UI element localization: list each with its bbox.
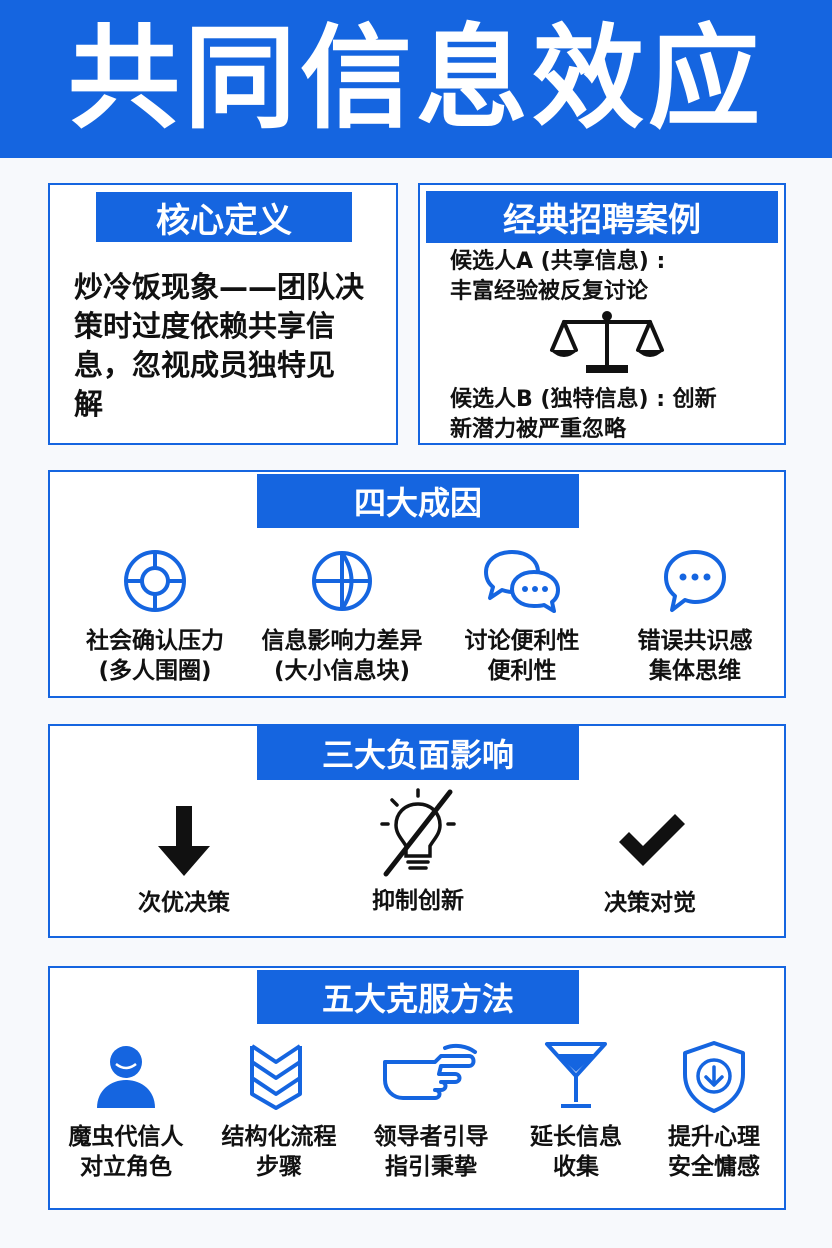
checkmark-icon xyxy=(619,814,685,866)
page-title: 共同信息效应 xyxy=(68,14,764,144)
impact-item: 决策对觉 xyxy=(570,804,730,918)
cause-item: 错误共识感 集体思维 xyxy=(610,548,780,686)
chat-bubbles-icon xyxy=(484,550,560,613)
method-label: 领导者引导 xyxy=(373,1124,489,1150)
case-panel: 经典招聘案例 候选人A (共享信息) : 丰富经验被反复讨论 候选人B (独特信… xyxy=(418,183,786,445)
balance-scale-icon xyxy=(550,311,664,373)
pointing-hand-icon xyxy=(383,1043,477,1100)
cause-sublabel: 集体思维 xyxy=(649,658,741,684)
definition-line: 息，忽视成员独特见 xyxy=(74,348,336,382)
definition-line: 解 xyxy=(74,387,104,421)
cause-sublabel: (大小信息块) xyxy=(273,658,411,684)
cause-label: 错误共识感 xyxy=(637,628,753,654)
method-item: 提升心理 安全慵感 xyxy=(646,1040,782,1182)
method-label: 魔虫代信人 xyxy=(68,1124,184,1150)
lifebuoy-icon xyxy=(124,550,186,612)
chevron-flow-icon xyxy=(250,1044,302,1110)
funnel-glass-icon xyxy=(545,1042,607,1108)
methods-heading: 五大克服方法 xyxy=(257,970,579,1024)
method-sublabel: 指引秉挚 xyxy=(385,1154,477,1180)
speech-bubble-icon xyxy=(664,550,726,612)
impacts-heading: 三大负面影响 xyxy=(257,726,579,780)
method-label: 提升心理 xyxy=(668,1124,760,1150)
cause-label: 信息影响力差异 xyxy=(261,628,423,654)
globe-icon xyxy=(312,551,372,611)
method-label: 延长信息 xyxy=(530,1124,622,1150)
impact-label: 次优决策 xyxy=(138,890,230,916)
definition-heading: 核心定义 xyxy=(96,192,352,242)
impact-item: 次优决策 xyxy=(104,804,264,918)
down-arrow-icon xyxy=(158,806,210,876)
definition-text: 炒冷饭现象——团队决 策时过度依赖共享信 息，忽视成员独特见 解 xyxy=(74,268,384,424)
cause-item: 社会确认压力 (多人围圈) xyxy=(64,548,246,686)
impact-label: 抑制创新 xyxy=(372,888,464,914)
case-heading: 经典招聘案例 xyxy=(426,191,778,243)
definition-line: 炒冷饭现象——团队决 xyxy=(74,270,365,304)
method-item: 延长信息 收集 xyxy=(506,1040,646,1182)
cause-item: 信息影响力差异 (大小信息块) xyxy=(246,548,438,686)
cause-sublabel: (多人围圈) xyxy=(98,658,212,684)
impact-label: 决策对觉 xyxy=(604,890,696,916)
method-item: 领导者引导 指引秉挚 xyxy=(356,1040,506,1182)
lightbulb-crossed-icon xyxy=(380,788,456,877)
method-label: 结构化流程 xyxy=(221,1124,337,1150)
method-item: 结构化流程 步骤 xyxy=(204,1040,354,1182)
method-sublabel: 对立角色 xyxy=(80,1154,172,1180)
method-sublabel: 收集 xyxy=(553,1154,599,1180)
cause-label: 社会确认压力 xyxy=(86,628,224,654)
causes-panel: 四大成因 社会确认压力 (多人围圈) xyxy=(48,470,786,698)
methods-panel: 五大克服方法 魔虫代信人 对立角色 结构化流程 步骤 xyxy=(48,966,786,1210)
person-icon xyxy=(97,1046,155,1108)
candidate-b-detail: 新潜力被严重忽略 xyxy=(450,417,627,442)
definition-panel: 核心定义 炒冷饭现象——团队决 策时过度依赖共享信 息，忽视成员独特见 解 xyxy=(48,183,398,445)
definition-line: 策时过度依赖共享信 xyxy=(74,309,336,343)
shield-check-icon xyxy=(683,1041,745,1113)
cause-label: 讨论便利性 xyxy=(464,628,580,654)
method-sublabel: 安全慵感 xyxy=(668,1154,760,1180)
method-sublabel: 步骤 xyxy=(256,1154,302,1180)
candidate-a-detail: 丰富经验被反复讨论 xyxy=(450,279,649,304)
causes-heading: 四大成因 xyxy=(257,474,579,528)
impact-item: 抑制创新 xyxy=(338,786,498,916)
impacts-panel: 三大负面影响 次优决策 抑制创新 决策对觉 xyxy=(48,724,786,938)
candidate-a-line: 候选人A (共享信息) : xyxy=(450,249,666,274)
title-banner: 共同信息效应 xyxy=(0,0,832,158)
candidate-b-line: 候选人B (独特信息) : 创新 xyxy=(450,387,717,412)
cause-item: 讨论便利性 便利性 xyxy=(442,548,602,686)
cause-sublabel: 便利性 xyxy=(487,658,557,684)
method-item: 魔虫代信人 对立角色 xyxy=(56,1040,196,1182)
